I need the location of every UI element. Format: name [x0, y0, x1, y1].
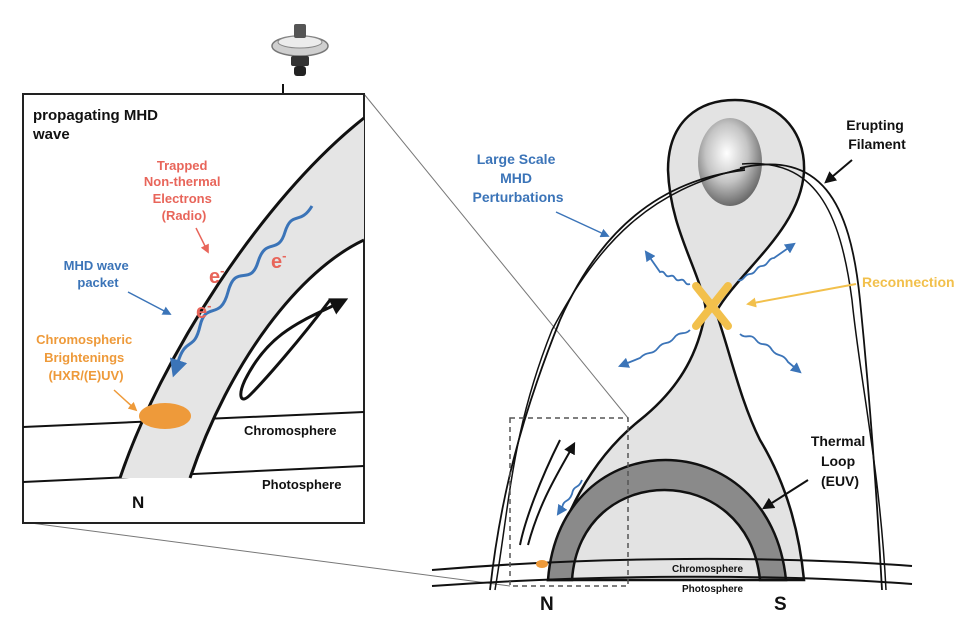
inset-chromosphere-label: Chromosphere — [244, 423, 336, 438]
photosphere-label: Photosphere — [682, 584, 744, 595]
inset-panel: propagating MHD wave Trapped Non-thermal… — [22, 93, 629, 587]
south-footpoint-label: S — [774, 594, 787, 615]
inset-photosphere-label: Photosphere — [262, 477, 341, 492]
north-footpoint-label: N — [540, 594, 554, 615]
zoom-wave — [556, 479, 583, 516]
inset-electron-trajectory — [239, 298, 349, 401]
chromospheric-brightenings-label: Chromospheric Brightenings (HXR/(E)UV) — [36, 332, 136, 383]
electron-symbol-3: e- — [196, 298, 211, 323]
chromosphere-line — [431, 557, 913, 571]
thermal-loop-arrow — [761, 479, 809, 510]
chromosphere-label: Chromosphere — [672, 564, 744, 575]
erupting-filament-right-twist — [741, 162, 887, 591]
erupting-filament-left — [489, 169, 746, 591]
inset-photosphere-line — [23, 465, 364, 483]
mhd-perturbations-label: Large Scale MHD Perturbations — [472, 151, 563, 205]
wave-lower-left — [617, 329, 691, 368]
wave-packet-arrow — [127, 291, 172, 315]
mhd-perturbations-arrow — [555, 211, 610, 238]
plasmoid — [698, 118, 762, 206]
thermal-loop-label: Thermal Loop (EUV) — [811, 433, 869, 489]
thermal-loop — [546, 458, 788, 582]
wave-upper-right — [737, 242, 796, 282]
wave-packet-label: MHD wave packet — [64, 258, 133, 290]
erupting-filament-arrow — [824, 159, 853, 184]
cusp-structure — [546, 98, 806, 582]
electron-symbol-1: e- — [209, 263, 224, 288]
reconnection-x — [692, 282, 732, 330]
electron-symbol-2: e- — [271, 248, 286, 273]
erupting-filament-right — [739, 163, 883, 591]
reconnection-label: Reconnection — [862, 274, 955, 290]
satellite-icon — [271, 24, 329, 96]
inset-title: propagating MHD wave — [32, 107, 162, 143]
zoom-electron-trajectory — [519, 440, 574, 546]
inset-flux-tube — [120, 118, 364, 478]
main-figure: Large Scale MHD Perturbations Erupting F… — [431, 98, 955, 615]
wave-lower-right — [739, 333, 802, 374]
footpoint-brightening — [536, 560, 548, 568]
wave-upper-left — [644, 250, 691, 286]
photosphere-line — [431, 575, 913, 587]
erupting-filament-label: Erupting Filament — [846, 117, 907, 152]
erupting-filament-left-twist — [494, 167, 746, 591]
inset-footpoint-label: N — [132, 493, 144, 512]
trapped-electrons-label: Trapped Non-thermal Electrons (Radio) — [144, 158, 224, 223]
reconnection-arrow — [746, 283, 857, 308]
inset-wave-packet — [170, 205, 314, 378]
zoom-box — [509, 417, 629, 587]
inset-brightening-spot — [139, 403, 191, 429]
trapped-electrons-arrow — [195, 227, 209, 254]
chromospheric-brightenings-arrow — [113, 389, 138, 412]
